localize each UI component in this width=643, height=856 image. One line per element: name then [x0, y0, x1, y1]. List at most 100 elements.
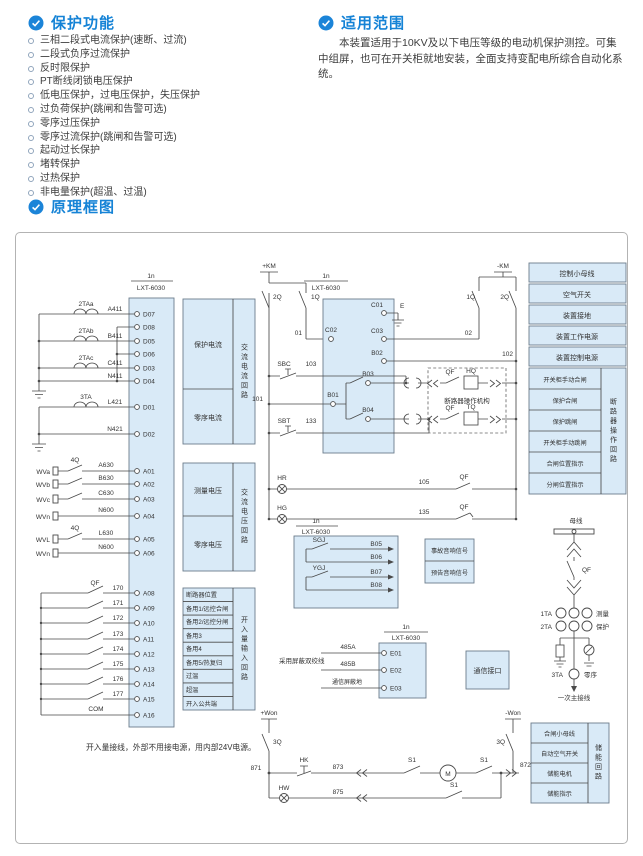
list-item: 低电压保护，过电压保护，失压保护 — [28, 89, 200, 103]
pt-source-label: WVn — [36, 551, 50, 558]
block-label: 保护跳闸 — [553, 418, 578, 426]
list-item: PT断线闭锁电压保护 — [28, 75, 200, 89]
use-label: 保护 — [596, 622, 609, 631]
wire-label: A630 — [98, 462, 114, 469]
switch-label: 2Q — [273, 294, 282, 301]
protection-title: 保护功能 — [51, 15, 116, 32]
terminal: A10 — [143, 620, 155, 627]
switch-label: 1Q — [466, 294, 475, 301]
terminal: A09 — [143, 605, 155, 612]
switch-label: 4Q — [71, 525, 80, 532]
contact-label: S1 — [480, 757, 488, 764]
wire-label: A411 — [108, 306, 123, 313]
diagram-section-header: 原理框图 — [28, 196, 115, 217]
wire-label: 135 — [419, 509, 430, 516]
block-label: 保护电流 — [194, 340, 222, 349]
pt-source-label: WVL — [36, 537, 50, 544]
connector-arrow-icon — [426, 379, 439, 424]
connector-arrow-icon — [355, 794, 368, 802]
connector-arrow-icon — [355, 769, 368, 777]
list-item: 过负荷保护(跳闸和告警可选) — [28, 103, 200, 117]
device-model-label: LXT-6030 — [392, 635, 421, 642]
block-label: 保护合闸 — [553, 397, 578, 405]
terminal: A06 — [143, 550, 155, 557]
principle-diagram-svg: 1n LXT-6030 2TAa 2TAb 2TAc 3TA A411 B411… — [32, 262, 627, 804]
bullet-icon — [28, 120, 34, 127]
bus-label: 母线 — [570, 516, 584, 525]
list-item: 起动过长保护 — [28, 144, 200, 158]
button-label: SBC — [277, 361, 291, 368]
block-label: 合闸位置指示 — [546, 460, 583, 468]
terminal: A13 — [143, 666, 155, 673]
wire-label: 873 — [333, 764, 344, 771]
wire-label: 103 — [306, 361, 317, 368]
device-n-label: 1n — [312, 518, 320, 525]
block-label: 装置工作电源 — [556, 332, 598, 341]
protection-item-label: 过热保护 — [40, 172, 80, 184]
protection-item-label: 零序过流保护(跳闸和告警可选) — [40, 131, 177, 143]
wire-label: 485A — [340, 644, 356, 651]
terminal: A11 — [143, 636, 154, 643]
terminal: B02 — [371, 350, 383, 357]
control-circuit: +KM 2Q 1Q 01 101 1n LXT-6030 C02 C01 C03… — [252, 263, 518, 524]
bullet-icon — [28, 65, 34, 72]
terminal: E02 — [390, 667, 402, 674]
bullet-icon — [28, 79, 34, 86]
block-side-label: 交流电流回路 — [241, 343, 249, 401]
wire-label: 173 — [113, 631, 124, 638]
wire-label: N600 — [98, 507, 114, 514]
block-label: 备用1/远控合闸 — [186, 605, 228, 613]
bullet-icon — [28, 134, 34, 141]
wire-label: 133 — [306, 418, 317, 425]
protection-section-header: 保护功能 — [28, 12, 115, 33]
button-label: HK — [299, 757, 309, 764]
block-label: 空气开关 — [563, 290, 591, 299]
terminal: C01 — [371, 302, 383, 309]
block-label: 零序电压 — [194, 540, 222, 549]
connector-arrow-icon — [505, 769, 518, 777]
block-label: 开入公共端 — [186, 700, 217, 708]
block-label: 备用2/远控分闸 — [186, 618, 228, 626]
terminal: A14 — [143, 681, 155, 688]
block-label: 通信接口 — [474, 666, 502, 675]
bullet-icon — [28, 189, 34, 196]
digital-input-wiring: QF 170 171 172 173 174 175 176 177 COM — [39, 580, 134, 716]
wire-label: 102 — [502, 351, 513, 358]
bus-label: +KM — [262, 263, 276, 270]
terminal: A05 — [143, 536, 155, 543]
device-n-label: 1n — [322, 273, 330, 280]
one-line-caption: 一次主接线 — [558, 693, 591, 702]
bus-label: -KM — [497, 263, 509, 270]
switch-label: 4Q — [71, 457, 80, 464]
bullet-icon — [28, 162, 34, 169]
block-label: 开关柜手动跳闸 — [543, 439, 586, 447]
block-label: 合闸小母线 — [544, 730, 575, 738]
wire-label: 485B — [340, 661, 355, 668]
protection-item-label: 零序过压保护 — [40, 117, 100, 129]
block-label: 超温 — [186, 686, 198, 694]
terminal: D05 — [143, 338, 155, 345]
signal-relay-box: 1n LXT-6030 SGJ B05 B06 YGJ B07 B08 事故音响… — [293, 518, 475, 609]
breaker-label: QF — [582, 567, 591, 574]
wire-label: 177 — [113, 691, 124, 698]
switch-label: 3Q — [496, 739, 505, 746]
protection-item-label: 起动过长保护 — [40, 145, 100, 157]
wire-label: C630 — [98, 490, 114, 497]
pt-source-label: WVc — [36, 497, 50, 504]
terminal: D06 — [143, 351, 155, 358]
wire-label: 170 — [113, 585, 124, 592]
device-n-label: 1n — [402, 624, 410, 631]
block-label: 备用5/热复归 — [186, 659, 222, 667]
switch-label: 2Q — [500, 294, 509, 301]
block-side-label: 开入量输入回路 — [241, 616, 249, 683]
block-label: 备用3 — [186, 632, 202, 640]
block-label: 零序电流 — [194, 413, 222, 422]
terminal: C03 — [371, 328, 383, 335]
terminal: D01 — [143, 404, 155, 411]
comm-note: 采用屏蔽双绞线 — [279, 656, 325, 665]
terminal: D02 — [143, 431, 155, 438]
block-label: 装置控制电源 — [556, 353, 598, 362]
list-item: 零序过压保护 — [28, 117, 200, 131]
contact-label: QF — [445, 405, 454, 412]
